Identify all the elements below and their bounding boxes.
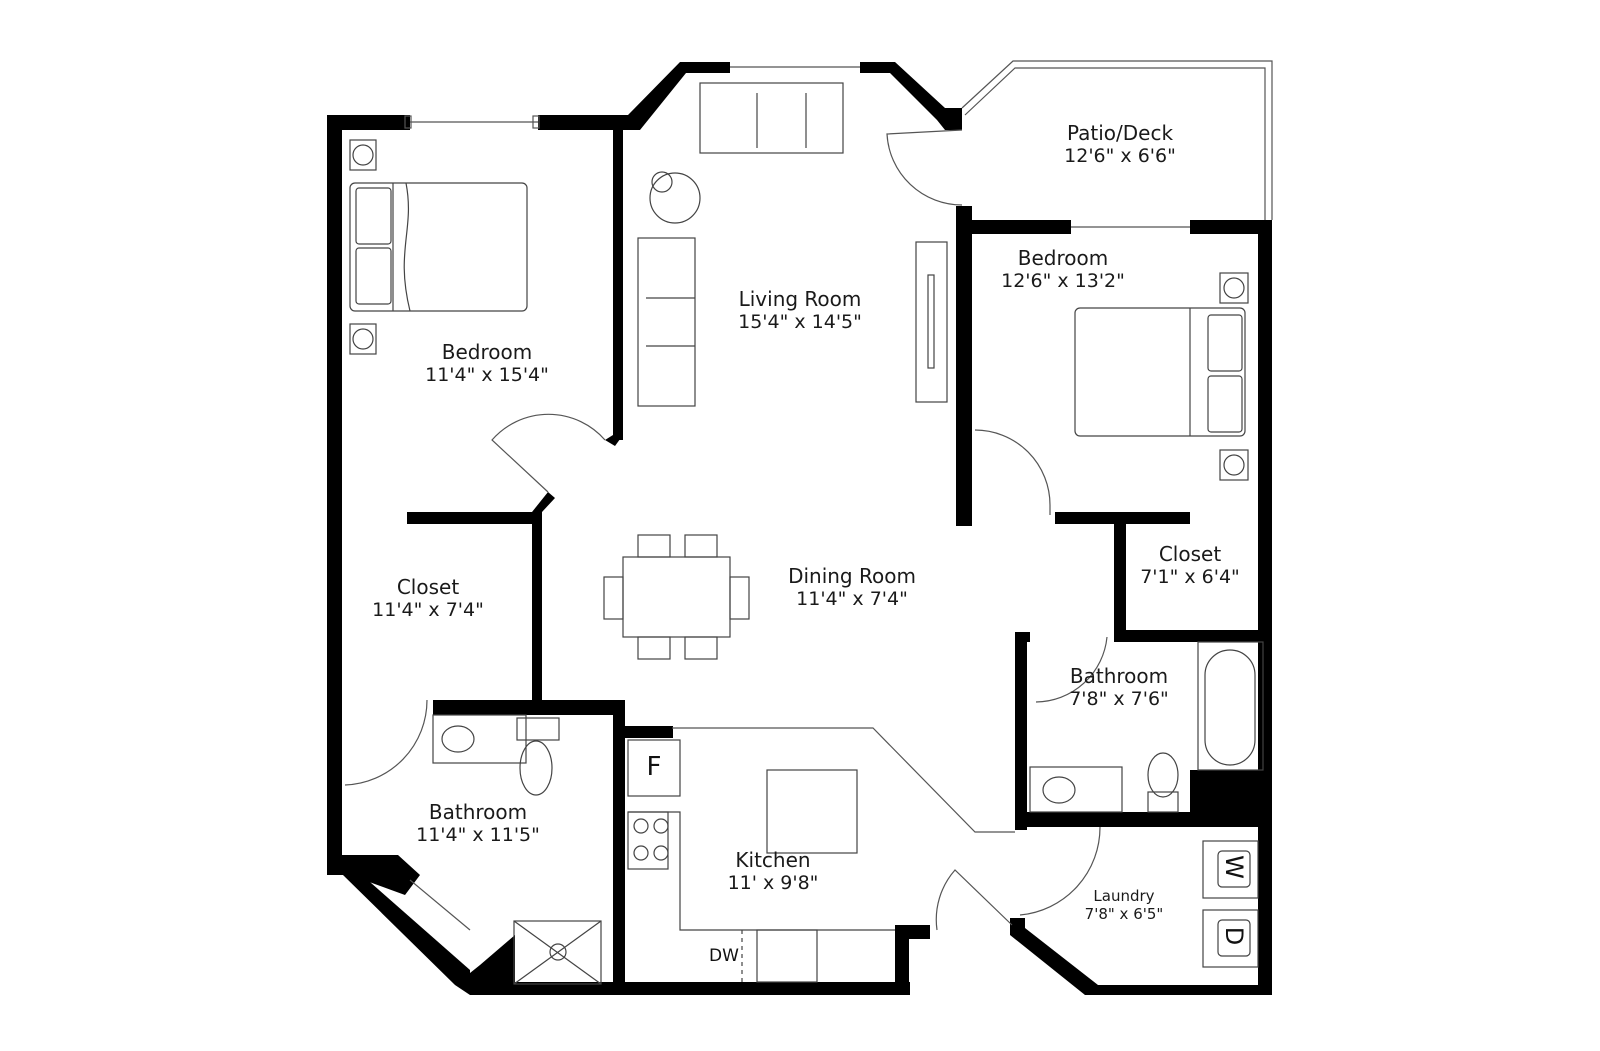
room-name: Living Room: [738, 287, 862, 311]
room-name: Bathroom: [1069, 664, 1169, 688]
room-name: Dining Room: [788, 564, 916, 588]
thin-lines: [344, 60, 1273, 931]
room-name: Bedroom: [1017, 246, 1109, 270]
room-bathroom-1: Bathroom 11'4" x 11'5": [416, 800, 540, 847]
room-bedroom-1: Bedroom 11'4" x 15'4": [425, 340, 549, 387]
room-name: Closet: [1158, 542, 1222, 566]
dishwasher-label: DW: [709, 946, 739, 966]
room-dimensions: 7'8" x 7'6": [1069, 688, 1169, 710]
room-dining-room: Dining Room 11'4" x 7'4": [788, 564, 916, 611]
room-name: Bathroom: [428, 800, 528, 824]
room-patio-deck: Patio/Deck 12'6" x 6'6": [1064, 121, 1176, 168]
room-dimensions: 11' x 9'8": [727, 872, 819, 894]
room-dimensions: 7'1" x 6'4": [1140, 566, 1240, 588]
room-laundry: Laundry 7'8" x 6'5": [1085, 887, 1164, 923]
room-name: Closet: [396, 575, 460, 599]
room-closet-1: Closet 11'4" x 7'4": [372, 575, 484, 622]
fridge-label: F: [646, 752, 662, 782]
room-kitchen: Kitchen 11' x 9'8": [728, 848, 819, 895]
room-closet-2: Closet 7'1" x 6'4": [1140, 542, 1240, 589]
room-dimensions: 11'4" x 15'4": [425, 364, 549, 386]
room-dimensions: 11'4" x 7'4": [796, 588, 908, 610]
room-name: Bedroom: [441, 340, 533, 364]
furniture: [349, 82, 1264, 985]
room-bedroom-2: Bedroom 12'6" x 13'2": [1001, 246, 1125, 293]
room-bathroom-2: Bathroom 7'8" x 7'6": [1069, 664, 1169, 711]
room-dimensions: 12'6" x 13'2": [1001, 270, 1125, 292]
room-dimensions: 11'4" x 11'5": [416, 824, 540, 846]
room-name: Kitchen: [735, 848, 811, 872]
washer-label: W: [1220, 855, 1248, 879]
room-dimensions: 11'4" x 7'4": [372, 599, 484, 621]
room-dimensions: 15'4" x 14'5": [738, 311, 862, 333]
room-dimensions: 12'6" x 6'6": [1064, 145, 1176, 167]
room-name: Laundry: [1093, 887, 1155, 905]
room-living-room: Living Room 15'4" x 14'5": [738, 287, 862, 334]
dryer-label: D: [1220, 926, 1248, 946]
walls: [327, 62, 1272, 995]
room-name: Patio/Deck: [1066, 121, 1174, 145]
room-dimensions: 7'8" x 6'5": [1084, 905, 1164, 923]
